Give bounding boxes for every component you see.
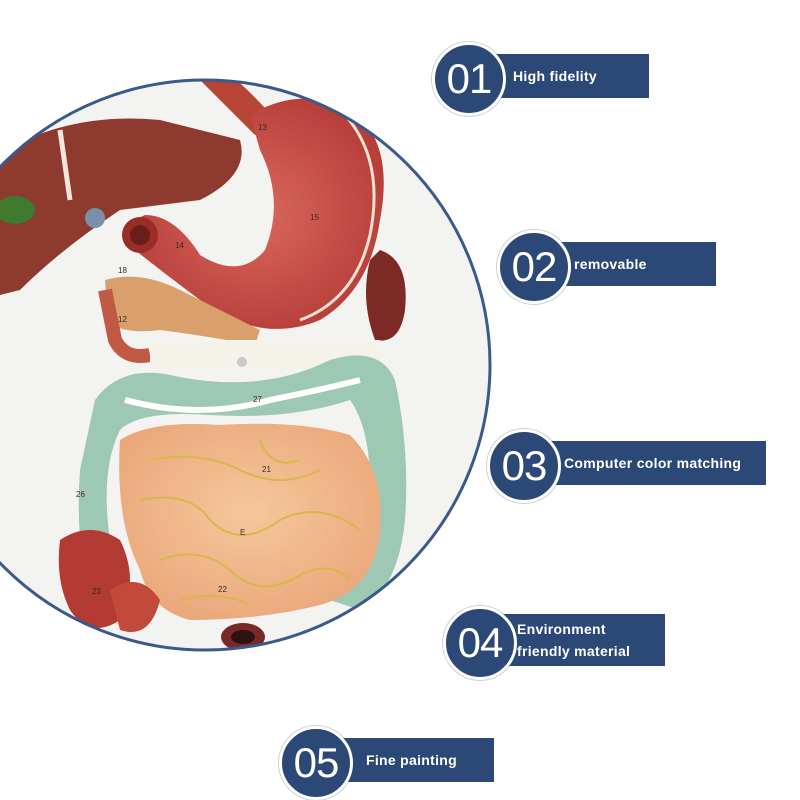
spleen-shape [366,250,406,341]
feature-badge-04: 04 Environment friendly material [443,606,665,680]
feature-label: High fidelity [513,68,598,84]
feature-number: 03 [501,442,548,489]
stomach-shape [129,98,384,329]
feature-number-circle [497,230,571,304]
small-intestine-shape [119,423,381,620]
model-label: 26 [76,490,85,499]
model-label: 18 [118,266,127,275]
feature-number: 04 [457,619,504,666]
feature-label: Fine painting [366,752,458,768]
model-image-area: 13 15 14 27 21 E 22 26 23 18 12 [0,80,490,650]
model-label: 22 [218,585,227,594]
feature-badge-01: 01 High fidelity [432,42,649,116]
model-label: 14 [175,241,184,250]
feature-number: 01 [446,55,493,102]
model-label: 21 [262,465,271,474]
feature-label: Environment friendly material [517,614,630,666]
model-label: 13 [258,123,267,132]
feature-label: Computer color matching [564,455,742,471]
photo-frame-ring [0,78,492,652]
feature-number-circle [487,429,561,503]
feature-number: 05 [293,739,340,786]
feature-badge-05: 05 Fine painting [279,726,494,800]
model-label: 15 [310,213,319,222]
feature-label: removable [574,256,647,272]
feature-number: 02 [511,243,558,290]
feature-number-circle [279,726,353,800]
gallbladder-shape [0,196,35,224]
feature-badge-03: 03 Computer color matching [487,429,766,503]
feature-label-line1: Environment [517,621,606,637]
feature-label-line2: friendly material [517,643,631,659]
feature-number-circle [443,606,517,680]
model-label: 23 [92,587,101,596]
feature-bar [523,441,766,485]
model-label: E [240,528,245,537]
feature-number-circle [432,42,506,116]
model-label: 27 [253,395,262,404]
feature-badge-02: 02 removable [497,230,716,304]
liver-shape [0,118,242,300]
model-label: 12 [118,315,127,324]
